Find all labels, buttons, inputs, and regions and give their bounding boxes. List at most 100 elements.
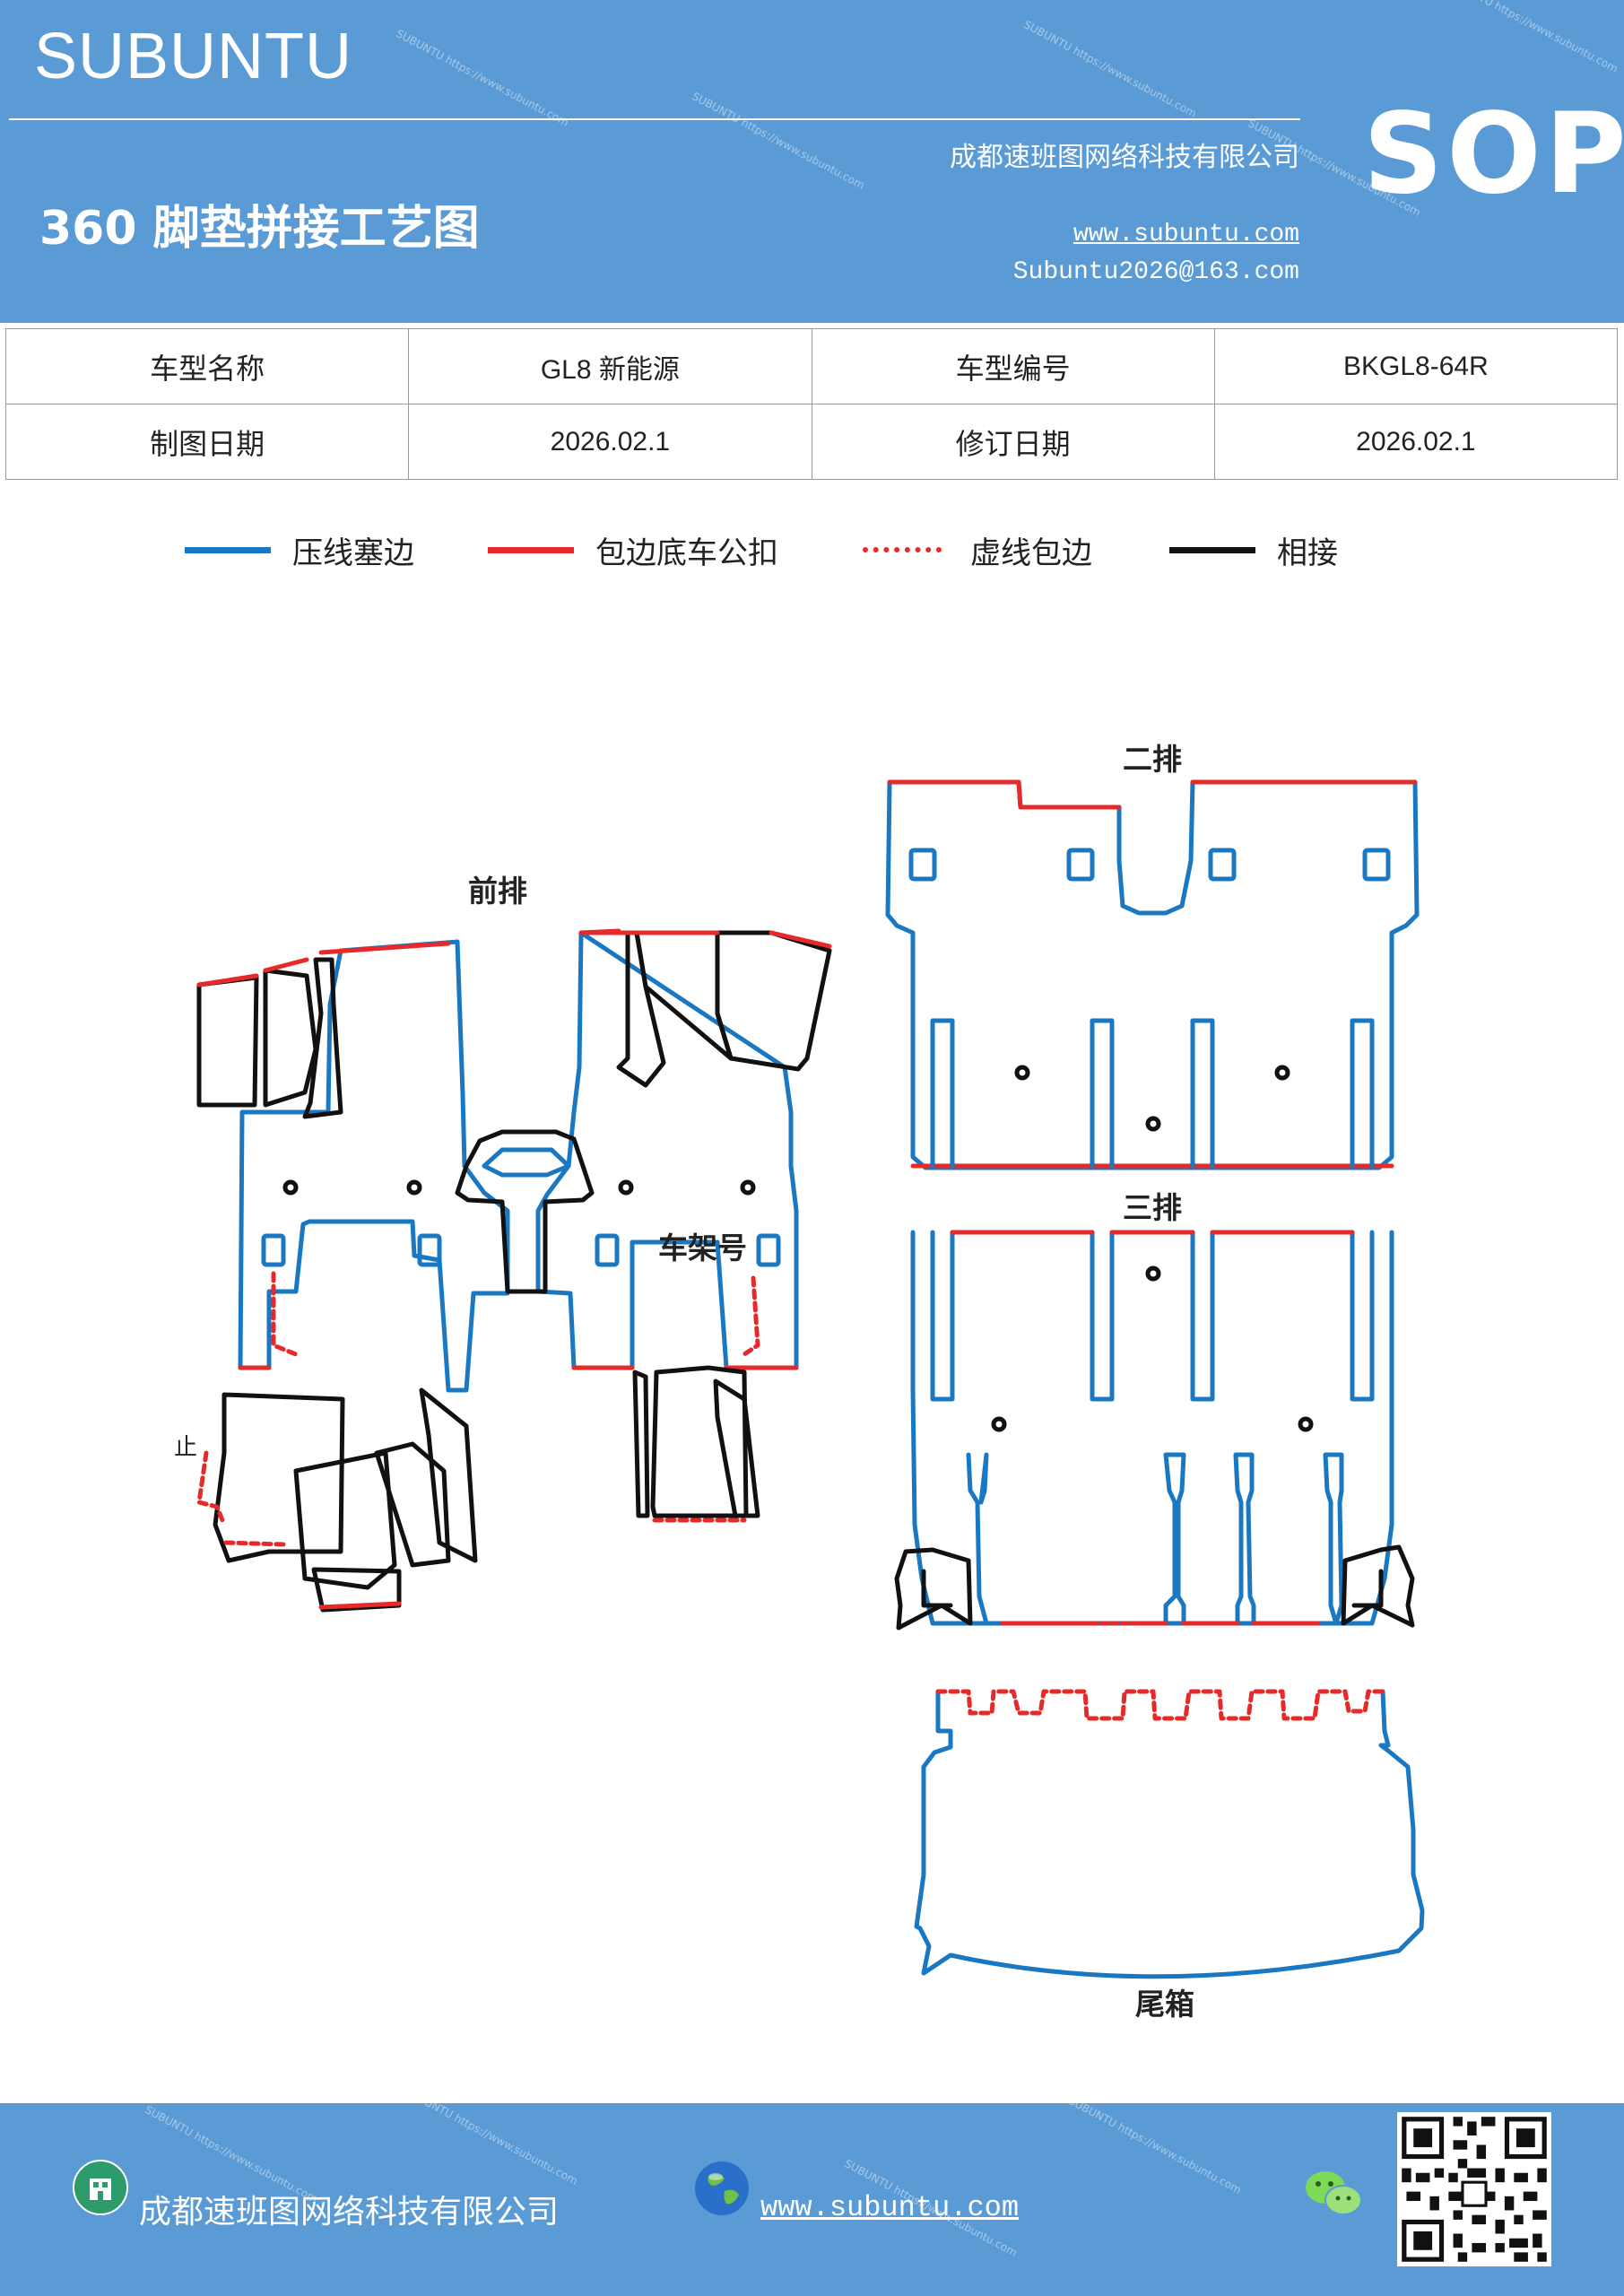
building-icon	[73, 2160, 128, 2215]
second-row-channel	[1090, 1018, 1115, 1169]
front-right-dashed-edge	[742, 1275, 760, 1357]
watermark: SUBUNTU https://www.subuntu.com	[394, 27, 571, 129]
table-cell: 修订日期	[811, 404, 1215, 480]
footer-website-link[interactable]: www.subuntu.com	[760, 2191, 1020, 2224]
third-row-insert	[1233, 1452, 1256, 1626]
second-row-mat	[885, 779, 1420, 1170]
clip-slot	[908, 848, 937, 882]
third-row-insert	[1163, 1452, 1186, 1626]
table-cell: 2026.02.1	[1213, 404, 1619, 480]
front-lower-left-piece-a	[213, 1392, 345, 1563]
front-lower-left-piece-e	[374, 1441, 451, 1568]
company-name: 成都速班图网络科技有限公司	[950, 142, 1299, 173]
third-row-channel	[1090, 1230, 1115, 1402]
table-row: 制图日期 2026.02.1 修订日期 2026.02.1	[4, 404, 1619, 480]
clip-slot	[261, 1233, 286, 1267]
qr-code	[1397, 2112, 1551, 2266]
front-center-tunnel-inner	[482, 1147, 571, 1178]
legend-joint: 相接	[1169, 527, 1338, 572]
front-left-piece-a-edge	[196, 973, 259, 987]
front-lower-left-piece-c	[311, 1567, 402, 1613]
clip-hole	[618, 1179, 634, 1196]
front-left-piece-b-edge	[263, 957, 309, 973]
clip-hole	[1014, 1065, 1030, 1081]
watermark: SUBUNTU https://www.subuntu.com	[1021, 18, 1199, 120]
clip-hole	[740, 1179, 756, 1196]
wechat-icon	[1306, 2171, 1362, 2215]
brand-name: SUBUNTU	[34, 21, 353, 92]
table-cell: 制图日期	[4, 404, 410, 480]
front-left-piece-b	[263, 968, 318, 1108]
third-row-right-wedge	[1341, 1544, 1415, 1628]
third-row-label: 三排	[1123, 1190, 1182, 1225]
second-row-label: 二排	[1123, 742, 1182, 777]
vehicle-info-table: 车型名称 GL8 新能源 车型编号 BKGL8-64R 制图日期 2026.02…	[4, 328, 1619, 480]
front-right-piece-b	[715, 930, 832, 1072]
clip-slot	[595, 1233, 620, 1267]
front-lower-left-piece-c-edge	[318, 1601, 402, 1610]
front-lower-left-piece-a-dashed	[223, 1540, 286, 1547]
third-row-left-wedge-inner	[921, 1569, 953, 1608]
third-row-right-wedge-inner	[1351, 1569, 1384, 1608]
front-lower-right-piece-b	[713, 1378, 760, 1518]
front-lower-right-piece-c	[632, 1370, 650, 1518]
trunk-dashed-edge	[935, 1689, 1385, 1721]
legend-swatch	[1169, 546, 1255, 553]
watermark: SUBUNTU https://www.subuntu.com	[403, 2103, 580, 2187]
clip-hole	[1298, 1416, 1314, 1432]
front-right-piece-a	[616, 930, 666, 1088]
front-center-tunnel	[455, 1129, 595, 1294]
website-link[interactable]: www.subuntu.com	[1073, 221, 1299, 248]
second-row-top-edge-left	[887, 779, 1122, 810]
front-right-mat	[535, 930, 799, 1370]
clip-slot	[1362, 848, 1391, 882]
legend-dotted-binding: 虚线包边	[863, 527, 1092, 572]
header-divider	[9, 118, 1300, 120]
legend-label: 虚线包边	[970, 535, 1092, 571]
third-row-channel	[1350, 1230, 1375, 1402]
legend-swatch	[488, 546, 574, 553]
table-cell: BKGL8-64R	[1213, 328, 1619, 404]
globe-icon	[695, 2161, 749, 2215]
watermark: SUBUNTU https://www.subuntu.com	[1443, 0, 1620, 75]
table-cell: GL8 新能源	[408, 328, 812, 404]
page-footer: SUBUNTU https://www.subuntu.com SUBUNTU …	[0, 2103, 1624, 2296]
front-left-mat-edge	[318, 941, 451, 955]
third-row-left-wedge	[894, 1547, 973, 1631]
second-row-channel	[930, 1018, 955, 1169]
front-left-dashed-edge	[271, 1271, 299, 1357]
page-header: SUBUNTU https://www.subuntu.com SUBUNTU …	[0, 0, 1624, 323]
clip-slot	[417, 1233, 442, 1267]
page-title: 360 脚垫拼接工艺图	[39, 202, 480, 256]
clip-hole	[1274, 1065, 1290, 1081]
clip-hole	[1145, 1265, 1161, 1282]
legend-press-line: 压线塞边	[185, 527, 414, 572]
table-cell: 2026.02.1	[408, 404, 812, 480]
frame-number-label: 车架号	[658, 1231, 747, 1265]
clip-hole	[991, 1416, 1007, 1432]
third-row-channel	[1190, 1230, 1215, 1402]
front-left-mat	[238, 939, 510, 1393]
clip-slot	[1066, 848, 1095, 882]
front-lower-left-piece-d	[419, 1387, 478, 1563]
front-right-mat-top-edge	[578, 928, 621, 935]
footer-company-name: 成都速班图网络科技有限公司	[139, 2194, 560, 2231]
front-right-piece-c	[634, 930, 734, 1061]
front-left-piece-a	[196, 975, 259, 1108]
watermark: SUBUNTU https://www.subuntu.com	[1066, 2103, 1244, 2196]
legend-label: 包边底车公扣	[595, 535, 778, 571]
front-right-piece-b-edge	[769, 930, 832, 949]
legend-swatch	[185, 546, 271, 553]
table-cell: 车型编号	[811, 328, 1215, 404]
legend-label: 相接	[1277, 535, 1338, 571]
table-row: 车型名称 GL8 新能源 车型编号 BKGL8-64R	[4, 328, 1619, 404]
legend-edge-binding: 包边底车公扣	[488, 527, 778, 572]
legend-swatch	[863, 547, 942, 552]
third-row-channel	[930, 1230, 955, 1402]
second-row-channel	[1350, 1018, 1375, 1169]
second-row-channel	[1190, 1018, 1215, 1169]
small-mark-label: 止	[174, 1434, 197, 1461]
trunk-mat	[914, 1689, 1425, 1979]
front-lower-left-dashed-edge	[196, 1450, 227, 1527]
third-row-mat	[910, 1230, 1394, 1626]
